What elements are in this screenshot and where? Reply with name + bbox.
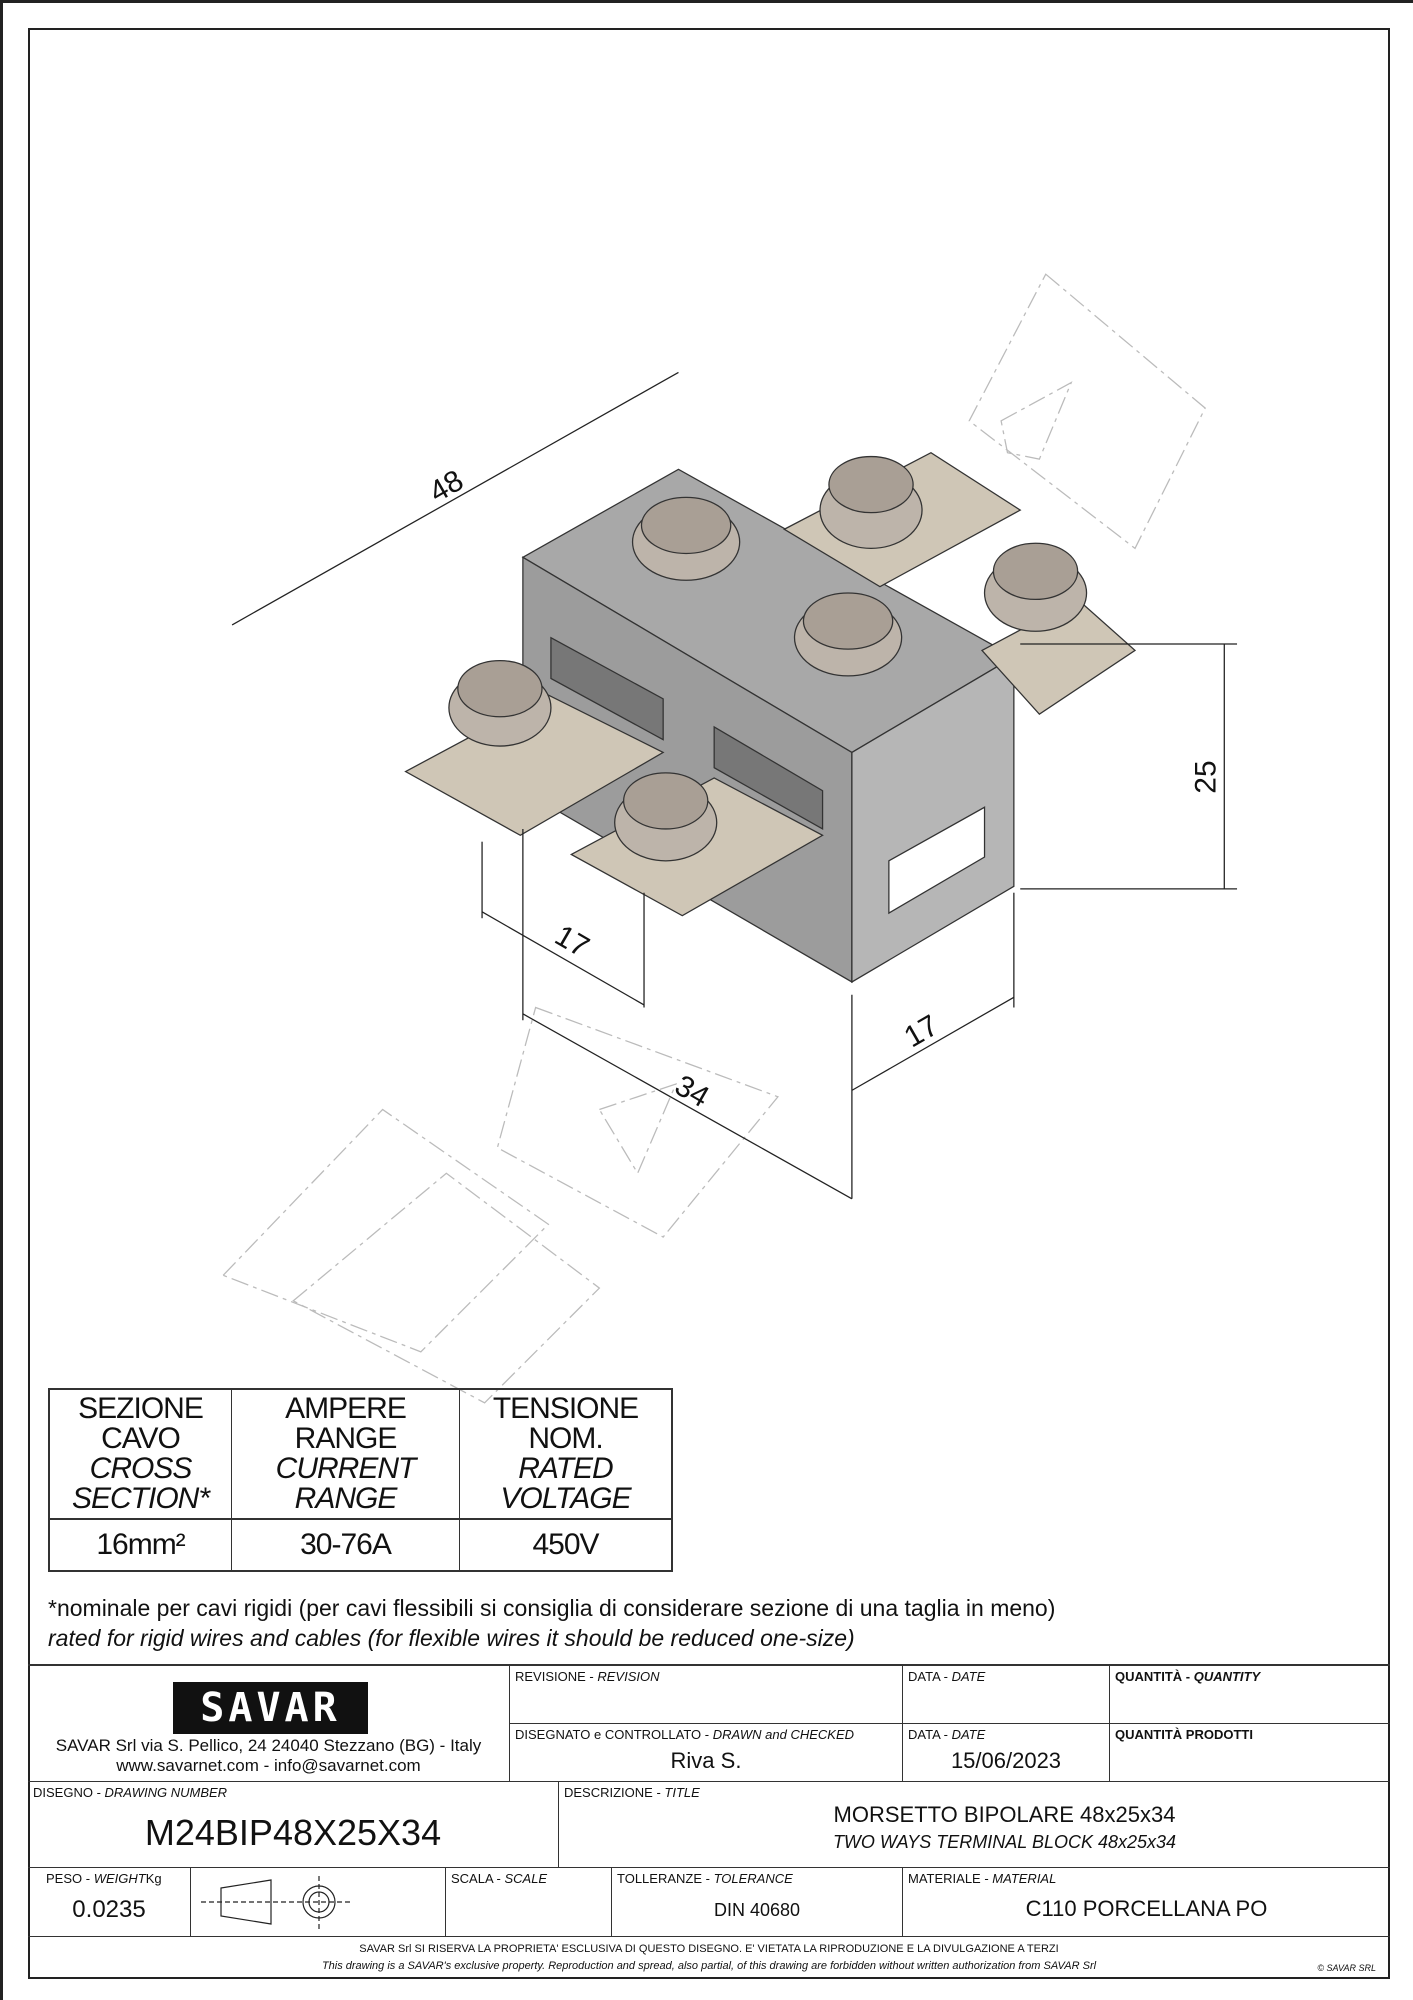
- title-block: SAVAR SAVAR Srl via S. Pellico, 24 24040…: [28, 1664, 1390, 1979]
- dimension-lines: [231, 371, 1238, 1200]
- savar-logo: SAVAR: [173, 1682, 368, 1734]
- drawing-frame: [28, 28, 1390, 1979]
- copyright: © SAVAR SRL: [1317, 1963, 1376, 1973]
- drawn-cell: DISEGNATO e CONTROLLATO - DRAWN and CHEC…: [510, 1724, 903, 1782]
- notice-en: This drawing is a SAVAR's exclusive prop…: [321, 1960, 1097, 1972]
- projection-symbol-cell: [191, 1868, 446, 1937]
- material-value: C110 PORCELLANA PO: [1025, 1896, 1268, 1921]
- value-rated-voltage: 450V: [532, 1528, 599, 1561]
- tolerance-value: DIN 40680: [713, 1900, 801, 1920]
- footnote-en: rated for rigid wires and cables (for fl…: [48, 1625, 855, 1651]
- title-it: MORSETTO BIPOLARE 48x25x34: [833, 1802, 1176, 1827]
- drawing-number: M24BIP48X25X34: [144, 1812, 442, 1853]
- drawing-date: 15/06/2023: [950, 1748, 1062, 1773]
- revision-cell: REVISIONE - REVISION: [510, 1666, 903, 1724]
- date-cell: DATA - DATE: [903, 1666, 1110, 1724]
- value-cross-section: 16mm²: [50, 1520, 232, 1570]
- company-contacts: www.savarnet.com - info@savarnet.com: [116, 1756, 421, 1775]
- company-address: SAVAR Srl via S. Pellico, 24 24040 Stezz…: [55, 1736, 482, 1755]
- footnote-it: *nominale per cavi rigidi (per cavi fles…: [48, 1595, 1056, 1621]
- drawn-by: Riva S.: [670, 1748, 742, 1773]
- notice-cell: SAVAR Srl SI RISERVA LA PROPRIETA' ESCLU…: [28, 1937, 1390, 1981]
- products-cell: QUANTITÀ PRODOTTI: [1110, 1724, 1390, 1782]
- company-cell: SAVAR SAVAR Srl via S. Pellico, 24 24040…: [28, 1666, 510, 1782]
- watermark: [222, 273, 1206, 1404]
- quantity-cell: QUANTITÀ - QUANTITY: [1110, 1666, 1390, 1724]
- first-angle-projection-icon: [201, 1876, 351, 1930]
- title-en: TWO WAYS TERMINAL BLOCK 48x25x34: [832, 1832, 1177, 1852]
- scale-cell: SCALA - SCALE: [446, 1868, 612, 1937]
- notice-it: SAVAR Srl SI RISERVA LA PROPRIETA' ESCLU…: [359, 1943, 1059, 1955]
- value-current-range: 30-76A: [232, 1520, 460, 1570]
- weight-value: 0.0235: [72, 1896, 146, 1923]
- dim-height: 25: [1189, 760, 1223, 794]
